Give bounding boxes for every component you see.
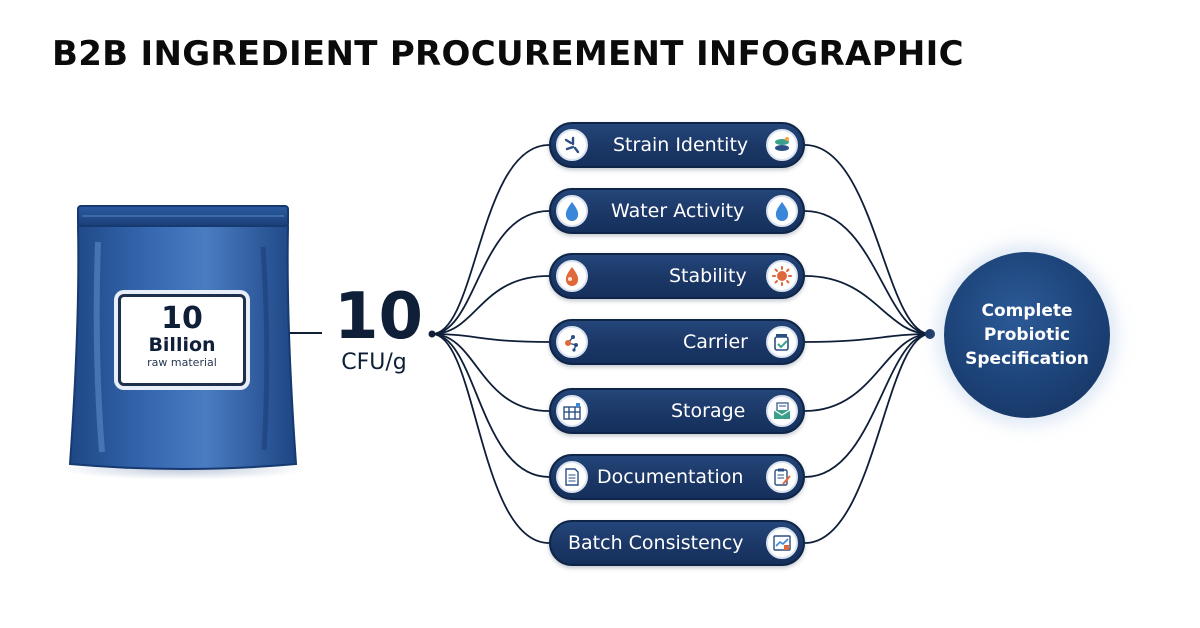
connector-right-2 xyxy=(804,275,931,335)
factor-storage: Storage xyxy=(549,388,805,434)
bag-label-subtitle: raw material xyxy=(147,356,217,369)
connector-right-5 xyxy=(804,333,931,478)
hub-left-dot xyxy=(428,330,436,338)
flame-drop-icon xyxy=(556,260,588,292)
factor-label: Strain Identity xyxy=(613,134,749,156)
warehouse-icon xyxy=(556,395,588,427)
factor-label: Water Activity xyxy=(611,200,745,222)
connector-right-6 xyxy=(804,333,931,544)
sun-gear-icon xyxy=(766,260,798,292)
connector-left-2 xyxy=(431,275,550,335)
concentration-unit: CFU/g xyxy=(341,350,407,375)
bag-label-number: 10 xyxy=(161,301,203,336)
microbe-strain-icon xyxy=(766,129,798,161)
factor-documentation: Documentation xyxy=(549,454,805,500)
connector-right-1 xyxy=(804,210,931,335)
molecule-icon xyxy=(556,326,588,358)
factor-carrier: Carrier xyxy=(549,319,805,365)
result-circle: Complete Probiotic Specification xyxy=(944,252,1110,418)
connector-left-6 xyxy=(431,333,550,544)
connector-right-0 xyxy=(804,144,931,335)
factor-label: Storage xyxy=(671,400,746,422)
envelope-document-icon xyxy=(766,395,798,427)
factor-label: Batch Consistency xyxy=(568,532,744,554)
bacteria-icon xyxy=(556,129,588,161)
connector-left-4 xyxy=(431,333,550,412)
result-text: Complete Probiotic Specification xyxy=(965,301,1089,369)
connector-right-4 xyxy=(804,333,931,412)
hub-right-dot xyxy=(925,329,935,339)
connector-left-3 xyxy=(431,333,550,343)
factor-batch-consistency: Batch Consistency xyxy=(549,520,805,566)
connector-left-0 xyxy=(431,144,550,335)
document-icon xyxy=(556,461,588,493)
water-drop-icon xyxy=(766,195,798,227)
factor-label: Documentation xyxy=(597,466,744,488)
water-drop-icon xyxy=(556,195,588,227)
connector-left-5 xyxy=(431,333,550,478)
factor-water-activity: Water Activity xyxy=(549,188,805,234)
bag-label-unit: Billion xyxy=(148,334,216,356)
jar-check-icon xyxy=(766,326,798,358)
factor-strain-identity: Strain Identity xyxy=(549,122,805,168)
factor-label: Carrier xyxy=(683,331,748,353)
factor-label: Stability xyxy=(669,265,747,287)
page-title: B2B INGREDIENT PROCUREMENT INFOGRAPHIC xyxy=(52,34,964,74)
concentration-number: 10 xyxy=(334,280,424,354)
connector-right-3 xyxy=(804,333,931,343)
bag-label: 10 Billion raw material xyxy=(118,294,246,386)
factor-stability: Stability xyxy=(549,253,805,299)
connector-left-1 xyxy=(431,210,550,335)
batch-chart-icon xyxy=(766,527,798,559)
clipboard-pen-icon xyxy=(766,461,798,493)
